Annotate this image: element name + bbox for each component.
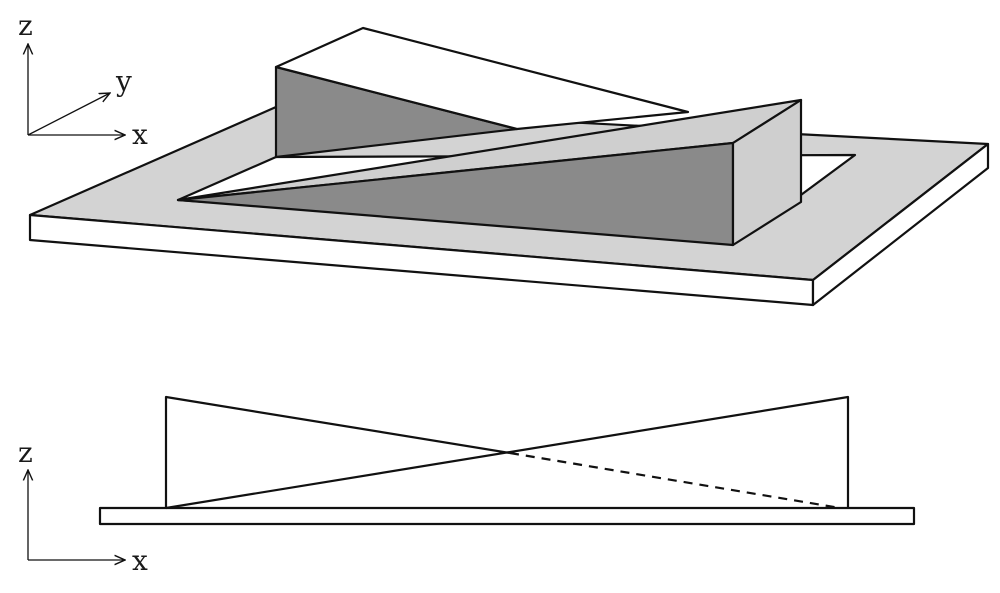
top-y-axis [27, 93, 110, 136]
top-z-label: z [18, 9, 33, 42]
plate-right-face [811, 142, 990, 307]
top-y-label: y [115, 65, 132, 98]
isometric-view: z y x [18, 9, 990, 307]
right-wedge-profile [165, 395, 850, 510]
bottom-axes: z x [18, 436, 148, 577]
hidden-wedge-edge [509, 451, 841, 510]
side-wedges [164, 395, 850, 510]
bottom-x-label: x [132, 544, 148, 577]
side-plate [98, 506, 916, 526]
left-wedge-profile [164, 395, 511, 508]
back-wedge-top-face [274, 26, 690, 131]
back-wedge [274, 26, 690, 159]
front-wedge-end-face [731, 98, 803, 247]
side-view: z x [18, 395, 916, 577]
top-x-label: x [132, 118, 148, 151]
front-wedge [176, 98, 803, 247]
top-axes: z y x [18, 9, 148, 151]
bottom-z-label: z [18, 436, 33, 469]
